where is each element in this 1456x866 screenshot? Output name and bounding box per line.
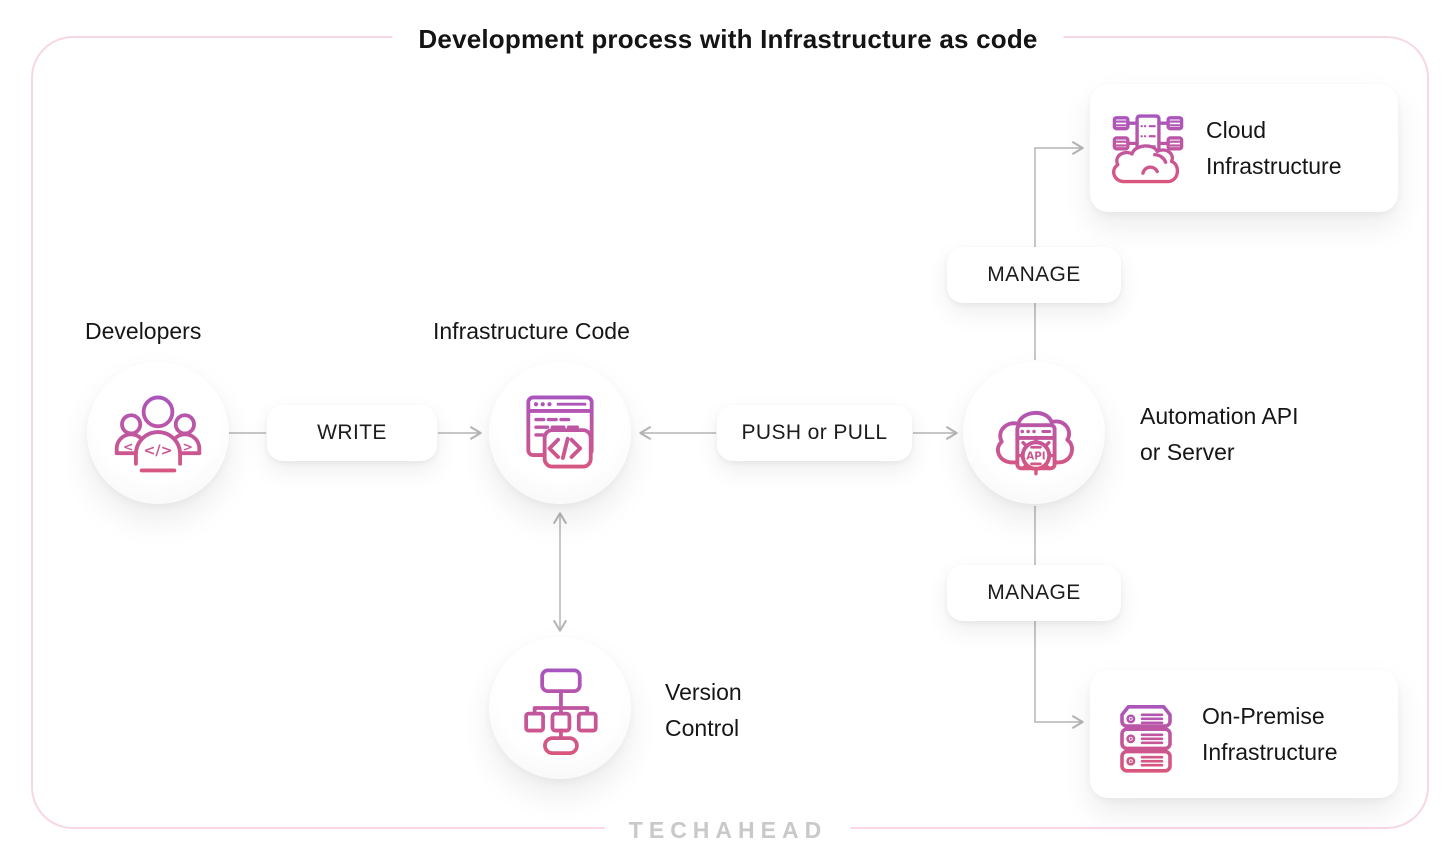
developers-label: Developers: [85, 318, 202, 344]
infrastructure-code-label: Infrastructure Code: [433, 318, 630, 344]
server-rack-icon: [1106, 694, 1186, 774]
techahead-watermark: TECHAHEAD: [604, 815, 852, 845]
on-premise-line2: Infrastructure: [1202, 739, 1338, 765]
svg-text:>: >: [183, 439, 193, 454]
page-title: Development process with Infrastructure …: [392, 23, 1064, 55]
push-pull-edge-label: PUSH or PULL: [717, 405, 912, 461]
on-premise-line1: On-Premise: [1202, 703, 1325, 729]
svg-text:<: <: [123, 439, 133, 454]
version-control-line1: Version: [665, 679, 742, 705]
infrastructure-code-icon: [512, 385, 608, 481]
infrastructure-code-node: [489, 362, 631, 504]
automation-api-label-line1: Automation API: [1140, 403, 1299, 429]
manage-bottom-edge-label: MANAGE: [947, 565, 1121, 621]
write-edge-label: WRITE: [267, 405, 437, 461]
write-text: WRITE: [317, 421, 387, 444]
version-control-line2: Control: [665, 715, 740, 741]
cloud-servers-icon: [1106, 106, 1190, 190]
on-premise-label: On-Premise Infrastructure: [1202, 698, 1338, 770]
developers-node: < > </>: [87, 362, 229, 504]
cloud-infrastructure-line1: Cloud: [1206, 117, 1267, 143]
automation-api-node: API: [963, 362, 1105, 504]
automation-api-label-line2: or Server: [1140, 439, 1235, 465]
svg-text:API: API: [1026, 450, 1045, 462]
version-control-label: Version Control: [665, 674, 742, 746]
automation-api-cloud-icon: API: [985, 384, 1083, 482]
developers-icon: < > </>: [110, 385, 206, 481]
manage-bottom-text: MANAGE: [987, 581, 1081, 604]
automation-api-label: Automation API or Server: [1140, 398, 1299, 470]
version-control-node: [489, 637, 631, 779]
cloud-infrastructure-label: Cloud Infrastructure: [1206, 112, 1342, 184]
version-control-icon: [513, 661, 607, 755]
push-pull-text: PUSH or PULL: [741, 421, 888, 444]
manage-top-edge-label: MANAGE: [947, 247, 1121, 303]
cloud-infrastructure-card: Cloud Infrastructure: [1090, 84, 1398, 212]
svg-text:</>: </>: [143, 443, 172, 459]
cloud-infrastructure-line2: Infrastructure: [1206, 153, 1342, 179]
on-premise-card: On-Premise Infrastructure: [1090, 670, 1398, 798]
manage-top-text: MANAGE: [987, 263, 1081, 286]
